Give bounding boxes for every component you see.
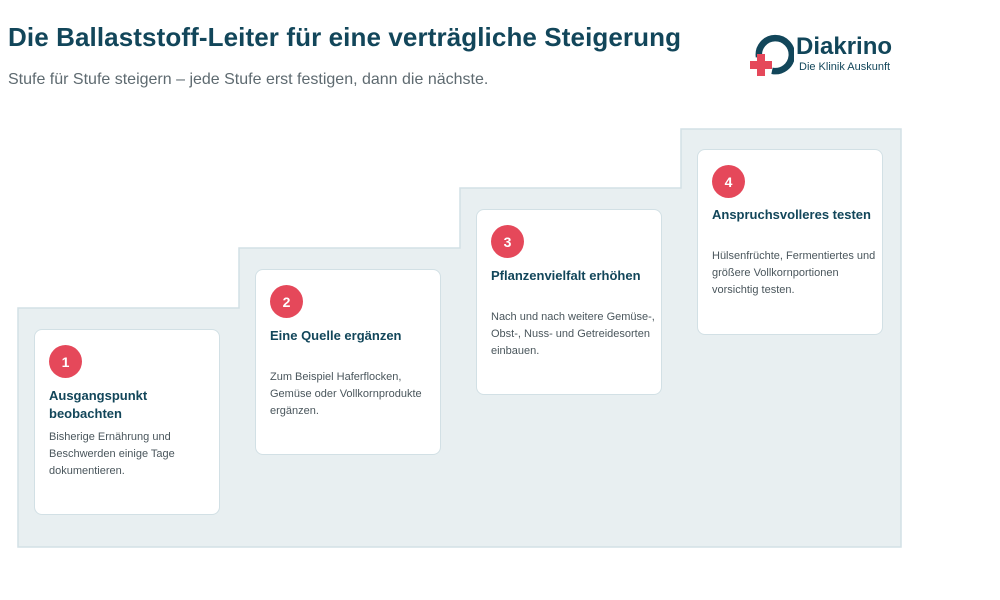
logo-tagline: Die Klinik Auskunft [799,61,891,73]
step-number-badge: 2 [270,285,303,318]
page-subtitle: Stufe für Stufe steigern – jede Stufe er… [8,71,489,88]
step-description: Bisherige Ernährung und Beschwerden eini… [49,431,175,477]
step-title: Eine Quelle ergänzen [270,328,402,343]
page-title: Die Ballaststoff-Leiter für eine verträg… [8,22,682,52]
logo-name: Diakrino [796,33,893,60]
step-title: Anspruchsvolleres testen [712,207,871,222]
step-description: Nach und nach weitere Gemüse-, Obst-, Nu… [491,311,655,357]
step-card-2: 2 Eine Quelle ergänzen Zum Beispiel Hafe… [255,269,441,455]
step-number-badge: 4 [712,165,745,198]
diakrino-logo: Diakrino Die Klinik Auskunft [748,32,908,80]
step-card-4: 4 Anspruchsvolleres testen Hülsenfrüchte… [697,149,883,335]
step-card-3: 3 Pflanzenvielfalt erhöhen Nach und nach… [476,209,662,395]
step-description: Zum Beispiel Haferflocken, Gemüse oder V… [270,371,422,417]
step-title: Ausgangspunkt beobachten [49,388,148,421]
step-title: Pflanzenvielfalt erhöhen [491,268,641,283]
logo-mark-icon [750,34,794,76]
step-card-1: 1 Ausgangspunkt beobachten Bisherige Ern… [34,329,220,515]
step-number-badge: 3 [491,225,524,258]
step-number-badge: 1 [49,345,82,378]
step-description: Hülsenfrüchte, Fermentiertes und größere… [712,250,876,296]
